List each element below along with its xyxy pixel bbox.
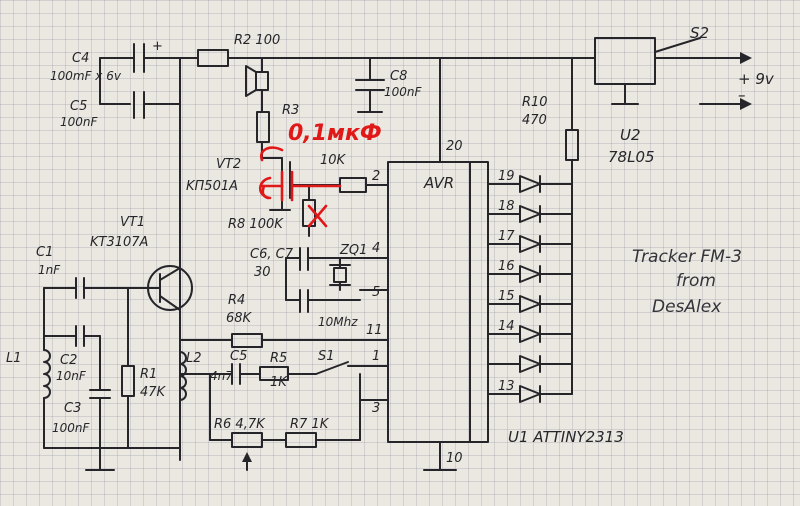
label-u2: U2: [620, 126, 641, 144]
resistor-r7: [285, 432, 317, 448]
label-vt1-type: KT3107A: [90, 235, 148, 250]
resistor-r10: [565, 129, 579, 161]
label-supply: + 9v: [738, 70, 775, 88]
label-vt1: VT1: [120, 215, 145, 230]
label-c1-value: 1nF: [38, 263, 61, 277]
label-c3-value: 100nF: [52, 421, 91, 435]
label-r1-value: 47K: [140, 385, 167, 400]
resistor-r9: [339, 177, 367, 193]
label-r8: R8 100K: [228, 217, 284, 232]
pin-10: 10: [446, 451, 463, 466]
pin-20: 20: [446, 139, 463, 154]
pin-led-17: 17: [498, 229, 515, 244]
pin-11: 11: [366, 323, 383, 338]
resistor-r4: [231, 333, 263, 348]
label-r5-value: 1K: [270, 375, 288, 390]
label-vt2-type: KП501A: [186, 179, 238, 194]
pin-4: 4: [372, 241, 380, 256]
svg-text:+: +: [152, 39, 163, 54]
switch-s2: [654, 37, 752, 110]
label-c5-value: 100nF: [60, 115, 99, 129]
resistor-r1: [121, 287, 135, 449]
label-c2-value: 10nF: [56, 369, 87, 383]
capacitor-c8: [355, 57, 385, 113]
transistor-vt1: [129, 265, 193, 311]
label-r10-value: 470: [522, 113, 547, 128]
led-array: [487, 175, 573, 403]
label-u1: U1 ATTINY2313: [508, 428, 624, 446]
label-c2: C2: [60, 353, 77, 368]
label-zq1: ZQ1: [339, 243, 367, 258]
red-rework-annotation: [258, 146, 342, 228]
label-u2-type: 78L05: [608, 148, 655, 166]
label-l2: L2: [186, 351, 202, 366]
label-vt2: VT2: [216, 157, 241, 172]
capacitor-c1: [43, 277, 131, 299]
pin-led-13: 13: [498, 379, 515, 394]
pin-3: 3: [372, 401, 380, 416]
label-c5b-value: 4n7: [210, 369, 233, 383]
capacitor-c5: [99, 91, 181, 119]
label-c6-c7: C6, C7: [250, 247, 294, 262]
pin-led-15: 15: [498, 289, 515, 304]
label-c8-value: 100nF: [384, 85, 423, 99]
pin-led-19: 19: [498, 169, 515, 184]
label-r4-value: 68K: [226, 311, 253, 326]
label-zq1-value: 10Mhz: [318, 315, 358, 329]
label-r3: R3: [282, 103, 299, 118]
label-c6-c7-value: 30: [254, 265, 271, 280]
switch-s1: [315, 361, 389, 375]
capacitors-c6-c7: [285, 247, 361, 313]
red-x-mark-label: X: [0, 0, 18, 6]
speaker-icon: [245, 57, 269, 113]
pin-led-14: 14: [498, 319, 515, 334]
label-c1: C1: [36, 245, 53, 260]
label-c5b: C5: [230, 349, 247, 364]
credit-title: Tracker FM-3: [632, 247, 742, 267]
label-supply-minus: –: [738, 86, 746, 104]
label-r7: R7 1K: [290, 417, 330, 432]
inductor-l1: [43, 287, 51, 449]
label-c4: C4: [72, 51, 89, 66]
label-c3: C3: [64, 401, 81, 416]
pin-led-18: 18: [498, 199, 515, 214]
label-s1: S1: [318, 349, 335, 364]
label-avr: AVR: [423, 174, 454, 192]
pin-led-16: 16: [498, 259, 515, 274]
potentiometer-r6: [231, 432, 263, 448]
capacitor-c5b: [179, 363, 261, 385]
ic-u1-avr: [387, 57, 489, 471]
label-c5: C5: [70, 99, 87, 114]
credit-from: from: [676, 271, 716, 291]
capacitor-c3: [89, 389, 111, 449]
capacitor-c2: [43, 325, 101, 391]
label-r9-value: 10K: [320, 153, 347, 168]
capacitor-c4: +: [127, 39, 166, 73]
credit-author: DesAlex: [652, 297, 722, 317]
label-l1: L1: [6, 351, 22, 366]
crystal-zq1: [329, 257, 389, 291]
label-c4-value: 100mF x 6v: [50, 69, 122, 83]
u2-regulator: [594, 37, 656, 105]
label-r10: R10: [522, 95, 548, 110]
label-r5: R5: [270, 351, 287, 366]
label-c8: C8: [390, 69, 407, 84]
label-r2: R2 100: [234, 33, 280, 48]
pin-2: 2: [372, 169, 380, 184]
pin-1: 1: [372, 349, 380, 364]
label-r6: R6 4,7K: [214, 417, 266, 432]
label-s2: S2: [690, 24, 709, 42]
inductor-l2: [179, 351, 187, 401]
label-r1: R1: [140, 367, 157, 382]
pin-5: 5: [372, 285, 380, 300]
red-capacitor-note: 0,1мкФ: [288, 121, 382, 146]
resistor-r2: [197, 49, 229, 67]
resistor-r3: [256, 111, 270, 143]
label-r4: R4: [228, 293, 245, 308]
